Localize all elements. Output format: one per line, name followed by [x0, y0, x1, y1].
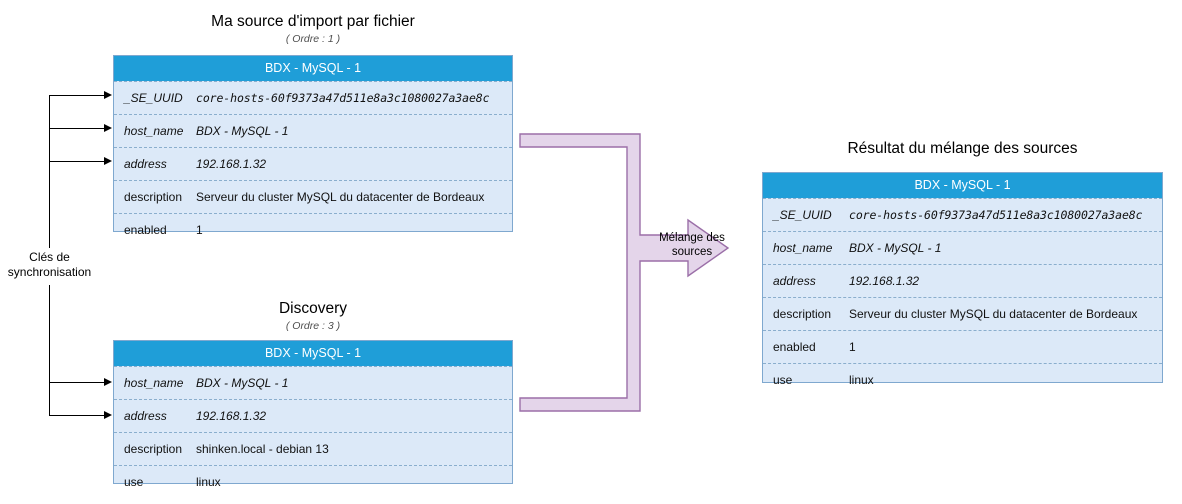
sync-arrow-line-5: [49, 415, 105, 416]
row-key: host_name: [124, 376, 184, 390]
sync-arrow-line-1: [49, 95, 105, 96]
row-value: Serveur du cluster MySQL du datacenter d…: [196, 190, 485, 204]
row-value: 192.168.1.32: [196, 409, 267, 423]
merge-label-line1: Mélange des: [659, 232, 725, 244]
row-key: _SE_UUID: [124, 91, 183, 105]
table-row: enabled 1: [114, 213, 512, 246]
merge-arrow-icon: [519, 133, 730, 412]
result-title: Résultat du mélange des sources: [847, 140, 1078, 157]
row-key: use: [124, 475, 144, 489]
row-value: BDX - MySQL - 1: [196, 376, 289, 390]
sync-arrow-head-1: [104, 90, 112, 99]
source-1-title: Ma source d'import par fichier: [211, 13, 415, 30]
row-key: address: [124, 157, 167, 171]
table-row: address 192.168.1.32: [114, 399, 512, 432]
source-2-subtitle: ( Ordre : 3 ): [285, 320, 341, 332]
table-row: description Serveur du cluster MySQL du …: [114, 180, 512, 213]
source-1-table: BDX - MySQL - 1 _SE_UUID core-hosts-60f9…: [113, 55, 513, 237]
row-key: enabled: [124, 223, 167, 237]
sync-arrow-head-2: [104, 123, 112, 132]
table-row: address 192.168.1.32: [114, 147, 512, 180]
table-row: enabled 1: [763, 330, 1162, 363]
table-row: host_name BDX - MySQL - 1: [114, 114, 512, 147]
row-value: linux: [196, 475, 221, 489]
table-row: host_name BDX - MySQL - 1: [114, 366, 512, 399]
row-value: 192.168.1.32: [849, 274, 920, 288]
source-1-table-header: BDX - MySQL - 1: [114, 56, 512, 81]
row-key: description: [124, 190, 183, 204]
row-key: description: [773, 307, 832, 321]
merge-label-line2: sources: [671, 246, 713, 258]
sync-bracket-line-lower: [49, 285, 50, 416]
table-row: address 192.168.1.32: [763, 264, 1162, 297]
row-key: _SE_UUID: [773, 208, 832, 222]
source-2-title: Discovery: [278, 300, 348, 317]
sync-keys-label: Clés de synchronisation: [0, 250, 99, 280]
source-1-subtitle: ( Ordre : 1 ): [285, 33, 341, 45]
table-row: host_name BDX - MySQL - 1: [763, 231, 1162, 264]
row-key: host_name: [773, 241, 833, 255]
row-value: 1: [196, 223, 203, 237]
row-value: shinken.local - debian 13: [196, 442, 329, 456]
row-value: BDX - MySQL - 1: [849, 241, 942, 255]
sync-keys-label-line1: Clés de: [29, 250, 70, 264]
sync-arrow-head-5: [104, 410, 112, 419]
row-key: address: [773, 274, 816, 288]
row-value: linux: [849, 373, 874, 387]
source-2-table-header: BDX - MySQL - 1: [114, 341, 512, 366]
row-value: 192.168.1.32: [196, 157, 267, 171]
sync-arrow-head-4: [104, 377, 112, 386]
row-value: core-hosts-60f9373a47d511e8a3c1080027a3a…: [849, 208, 1143, 222]
sync-arrow-line-3: [49, 161, 105, 162]
sync-keys-label-line2: synchronisation: [7, 265, 92, 279]
sync-arrow-line-4: [49, 382, 105, 383]
row-value: 1: [849, 340, 856, 354]
source-2-table: BDX - MySQL - 1 host_name BDX - MySQL - …: [113, 340, 513, 489]
row-key: description: [124, 442, 183, 456]
sync-arrow-head-3: [104, 156, 112, 165]
table-row: description shinken.local - debian 13: [114, 432, 512, 465]
row-value: BDX - MySQL - 1: [196, 124, 289, 138]
table-row: use linux: [114, 465, 512, 498]
sync-bracket-line-upper: [49, 95, 50, 248]
row-key: host_name: [124, 124, 184, 138]
row-value: Serveur du cluster MySQL du datacenter d…: [849, 307, 1138, 321]
table-row: use linux: [763, 363, 1162, 396]
merge-label: Mélange des sources: [632, 231, 752, 259]
table-row: _SE_UUID core-hosts-60f9373a47d511e8a3c1…: [763, 198, 1162, 231]
sync-arrow-line-2: [49, 128, 105, 129]
result-table-header: BDX - MySQL - 1: [763, 173, 1162, 198]
row-key: use: [773, 373, 793, 387]
table-row: _SE_UUID core-hosts-60f9373a47d511e8a3c1…: [114, 81, 512, 114]
table-row: description Serveur du cluster MySQL du …: [763, 297, 1162, 330]
row-key: address: [124, 409, 167, 423]
row-key: enabled: [773, 340, 816, 354]
row-value: core-hosts-60f9373a47d511e8a3c1080027a3a…: [196, 91, 490, 105]
result-table: BDX - MySQL - 1 _SE_UUID core-hosts-60f9…: [762, 172, 1163, 387]
